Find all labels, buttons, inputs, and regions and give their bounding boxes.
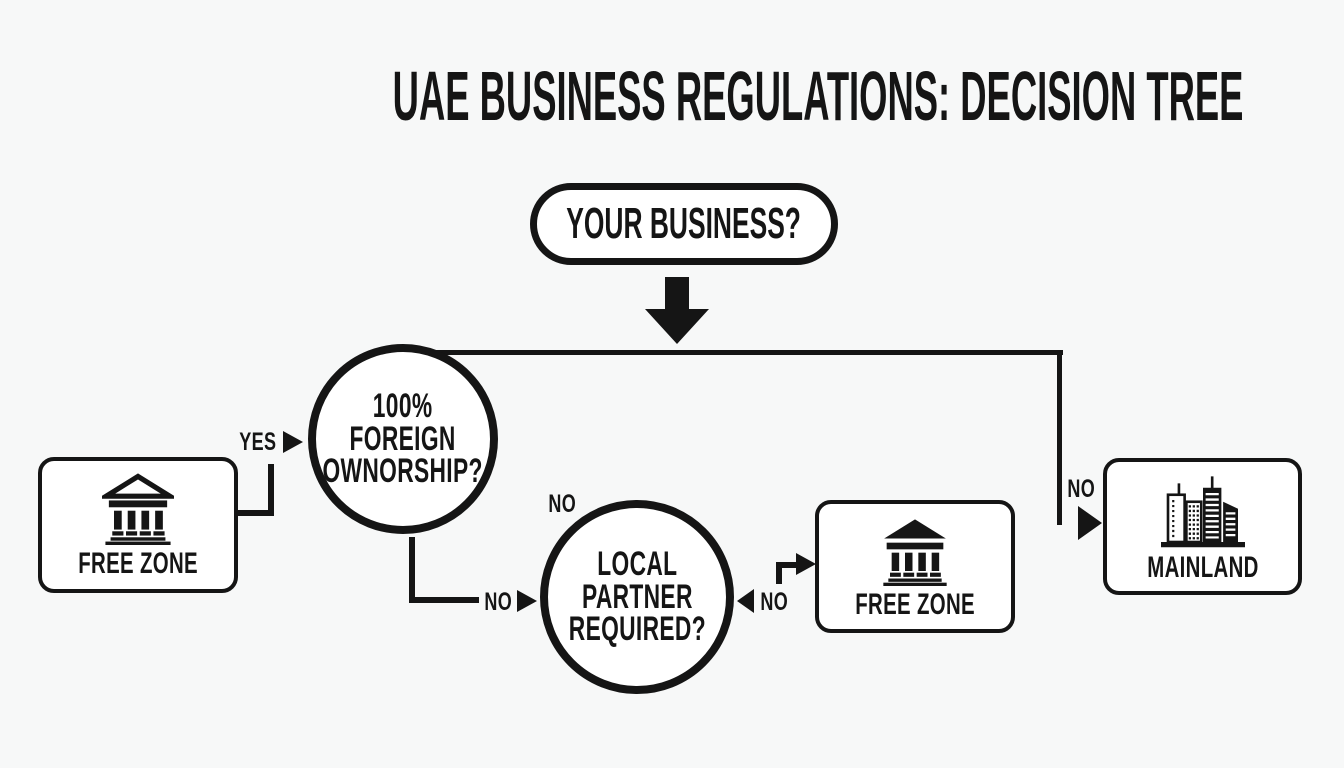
elbow-connector-horizontal — [776, 562, 798, 568]
down-arrow-icon — [665, 277, 689, 310]
down-arrow-icon — [645, 309, 709, 344]
page-title: UAE BUSINESS REGULATIONS: DECISION TREE — [0, 56, 1344, 136]
mainland-label: MAINLAND — [1146, 551, 1259, 584]
yes-edge-label: YES — [239, 428, 277, 456]
free-zone-right-label: FREE ZONE — [855, 587, 975, 621]
root-node: YOUR BUSINESS? — [530, 183, 838, 265]
free-zone-left-node: FREE ZONE — [38, 457, 238, 593]
free-zone-right-node: FREE ZONE — [815, 500, 1015, 633]
connector-right-vertical-line — [1057, 350, 1062, 525]
arrow-right-icon — [517, 590, 537, 612]
city-buildings-icon — [1159, 472, 1247, 549]
elbow-connector-vertical — [776, 562, 782, 584]
bank-columns-icon — [102, 473, 174, 545]
arrow-right-icon — [283, 431, 303, 453]
decision-circle-ownership: 100% FOREIGN OWNORSHIP? — [308, 344, 498, 534]
decision-circle-partner-label: LOCAL PARTNER REQUIRED? — [568, 544, 706, 649]
no-edge-label-mainland: NO — [1067, 475, 1096, 503]
free-zone-left-label: FREE ZONE — [78, 547, 198, 580]
bank-columns-icon — [880, 516, 950, 586]
decision-circle-ownership-label: 100% FOREIGN OWNORSHIP? — [322, 386, 484, 491]
no-connector-vertical — [409, 537, 415, 603]
no-edge-label-above-partner: NO — [548, 490, 576, 518]
root-node-label: YOUR BUSINESS? — [566, 199, 802, 248]
arrow-left-icon — [737, 589, 754, 613]
no-edge-label: NO — [484, 588, 512, 616]
arrow-right-icon — [796, 553, 816, 575]
connector-top-line — [403, 350, 1063, 355]
mainland-node: MAINLAND — [1103, 458, 1302, 595]
no-connector-horizontal — [409, 597, 479, 603]
yes-connector-vertical — [268, 464, 274, 516]
decision-circle-partner: LOCAL PARTNER REQUIRED? — [540, 500, 734, 694]
no-edge-label-partner-right: NO — [760, 588, 788, 616]
yes-connector-horizontal — [236, 510, 274, 516]
page-title-text: UAE BUSINESS REGULATIONS: DECISION TREE — [392, 57, 1244, 135]
arrow-right-icon — [1078, 506, 1102, 540]
